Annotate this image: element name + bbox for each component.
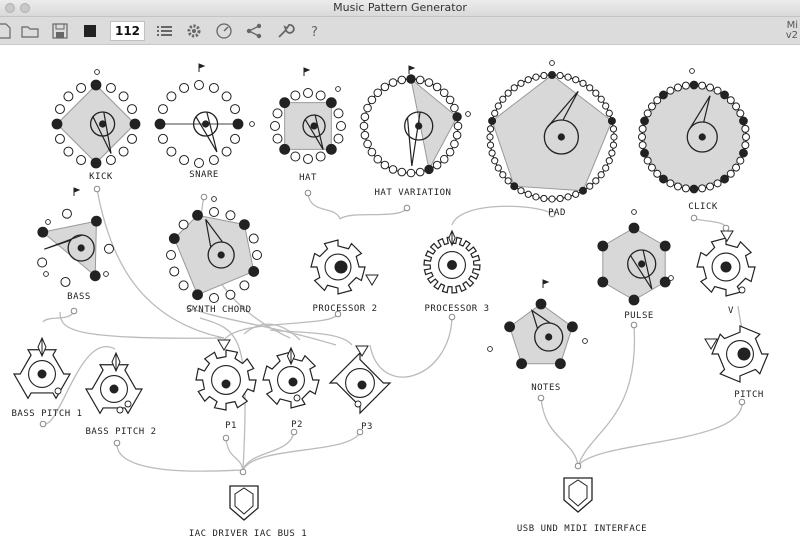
kick-module[interactable]: KICK <box>51 69 141 193</box>
port-connector[interactable] <box>39 420 47 428</box>
toolbar: 112 ? Mi v2 <box>0 17 800 45</box>
corner-label-top: Mi <box>786 20 798 31</box>
hat-variation-label: HAT VARIATION <box>375 188 452 198</box>
save-icon[interactable] <box>50 21 70 41</box>
processor-2-label: PROCESSOR 2 <box>312 304 377 314</box>
triangle-marker-icon <box>704 338 718 350</box>
pitch-module[interactable]: PITCH <box>704 325 769 406</box>
port-connector[interactable] <box>70 307 78 315</box>
p2-module[interactable]: P2 <box>262 346 320 436</box>
notes-module[interactable]: NOTES <box>487 279 588 402</box>
processor-2-module[interactable]: PROCESSOR 2 <box>310 239 379 318</box>
port-connector[interactable] <box>356 428 364 436</box>
corner-label-bottom: v2 <box>785 30 798 41</box>
snare-module[interactable]: SNARE <box>154 63 255 201</box>
port-connector[interactable] <box>200 193 208 201</box>
flag-icon <box>408 65 416 74</box>
triangle-marker-icon <box>365 274 379 286</box>
click-label: CLICK <box>688 202 718 212</box>
kick-label: KICK <box>89 172 113 182</box>
bass-label: BASS <box>67 292 91 302</box>
port-connector[interactable] <box>334 310 342 318</box>
notes-label: NOTES <box>531 383 561 393</box>
port-connector[interactable] <box>222 434 230 442</box>
svg-text:?: ? <box>311 25 318 40</box>
title-bar: Music Pattern Generator <box>0 0 800 17</box>
v-module[interactable]: V <box>696 224 756 316</box>
p3-module[interactable]: P3 <box>328 345 392 436</box>
close-window-button[interactable] <box>5 3 15 13</box>
synth-chord-module[interactable]: SYNTH CHORD <box>166 196 262 315</box>
flag-icon <box>303 67 311 76</box>
port-connector[interactable] <box>93 185 101 193</box>
port-connector[interactable] <box>537 394 545 402</box>
triangle-marker-icon <box>217 339 231 351</box>
pad-label: PAD <box>548 208 566 218</box>
port-connector[interactable] <box>304 189 312 197</box>
pulse-module[interactable]: PULSE <box>597 209 674 329</box>
pulse-label: PULSE <box>624 311 654 321</box>
document-icon[interactable] <box>0 21 14 41</box>
pad-module[interactable]: PAD <box>486 60 618 218</box>
flag-icon <box>542 279 550 288</box>
bass-pitch-1-module[interactable]: BASS PITCH 1 <box>11 336 82 428</box>
bass-pitch-2-module[interactable]: BASS PITCH 2 <box>84 351 156 447</box>
p2-label: P2 <box>291 420 303 430</box>
usb-output-label: USB UND MIDI INTERFACE <box>517 524 647 534</box>
processor-3-module[interactable]: PROCESSOR 3 <box>423 229 490 321</box>
port-connector[interactable] <box>738 398 746 406</box>
synth-chord-label: SYNTH CHORD <box>186 305 251 315</box>
gauge-icon[interactable] <box>214 21 234 41</box>
bass-pitch-1-label: BASS PITCH 1 <box>11 409 82 419</box>
iac-output-label: IAC DRIVER IAC BUS 1 <box>189 529 307 539</box>
wrench-icon[interactable] <box>275 21 295 41</box>
hat-label: HAT <box>299 173 317 183</box>
tempo-field[interactable]: 112 <box>110 21 145 41</box>
stop-icon[interactable] <box>80 21 100 41</box>
click-module[interactable]: CLICK <box>638 68 750 222</box>
port-connector[interactable] <box>630 321 638 329</box>
p1-module[interactable]: P1 <box>195 339 257 442</box>
flag-icon <box>198 63 206 72</box>
p3-label: P3 <box>361 422 373 432</box>
pitch-label: PITCH <box>734 390 764 400</box>
port-connector[interactable] <box>403 204 411 212</box>
bass-module[interactable]: BASS <box>37 187 114 315</box>
help-icon[interactable]: ? <box>305 21 325 41</box>
usb-output-module[interactable]: USB UND MIDI INTERFACE <box>517 462 647 534</box>
flag-icon <box>73 187 81 196</box>
gear-icon[interactable] <box>184 21 204 41</box>
iac-output-module[interactable]: IAC DRIVER IAC BUS 1 <box>189 468 307 539</box>
port-connector[interactable] <box>290 428 298 436</box>
port-connector[interactable] <box>548 210 556 218</box>
p1-label: P1 <box>225 421 237 431</box>
window-title: Music Pattern Generator <box>333 1 467 14</box>
port-connector[interactable] <box>448 313 456 321</box>
patch-canvas[interactable]: KICK SNARE HAT HAT VARIATION PAD CLICK BASS SYN… <box>0 45 800 560</box>
diamond-marker-icon <box>37 336 47 358</box>
v-label: V <box>728 306 734 316</box>
triangle-marker-icon <box>355 345 369 357</box>
diamond-marker-icon <box>448 229 456 247</box>
hat-variation-module[interactable]: HAT VARIATION <box>359 65 471 212</box>
folder-icon[interactable] <box>20 21 40 41</box>
port-connector[interactable] <box>113 439 121 447</box>
snare-label: SNARE <box>189 170 219 180</box>
list-icon[interactable] <box>154 21 174 41</box>
port-connector[interactable] <box>186 304 194 312</box>
diamond-marker-icon <box>111 351 121 373</box>
minimize-window-button[interactable] <box>20 3 30 13</box>
port-connector[interactable] <box>690 214 698 222</box>
hat-module[interactable]: HAT <box>270 67 346 197</box>
bass-pitch-2-label: BASS PITCH 2 <box>85 427 156 437</box>
processor-3-label: PROCESSOR 3 <box>424 304 489 314</box>
share-icon[interactable] <box>244 21 264 41</box>
diamond-marker-icon <box>286 346 296 366</box>
port-connector[interactable] <box>722 224 730 232</box>
